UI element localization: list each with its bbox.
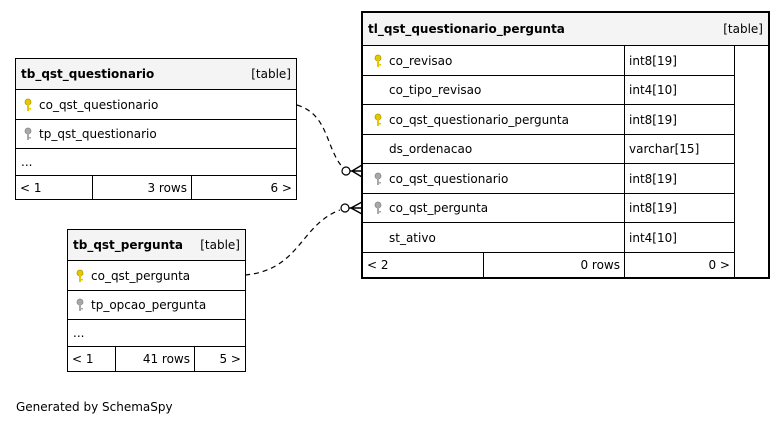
primary-key-icon bbox=[374, 54, 382, 67]
column-name: co_tipo_revisao bbox=[389, 83, 482, 97]
relationship-pergunta-link bbox=[244, 209, 341, 276]
table-header: tb_qst_questionario [table] bbox=[16, 59, 296, 90]
table-name: tl_qst_questionario_pergunta bbox=[368, 22, 565, 36]
children-count[interactable]: 6 > bbox=[270, 180, 292, 195]
column-type: varchar[15] bbox=[629, 142, 700, 156]
primary-key-icon bbox=[24, 98, 32, 111]
column-name: co_qst_questionario bbox=[39, 97, 159, 112]
parents-count[interactable]: < 2 bbox=[363, 253, 484, 277]
parents-count[interactable]: < 1 bbox=[16, 176, 93, 199]
column-name: ds_ordenacao bbox=[389, 142, 473, 156]
column-row[interactable]: co_qst_questionario bbox=[16, 90, 296, 120]
table-name: tb_qst_questionario bbox=[21, 67, 155, 81]
row-count: 3 rows bbox=[93, 176, 192, 199]
column-name: co_qst_pergunta bbox=[389, 201, 489, 215]
column-type: int4[10] bbox=[629, 230, 677, 245]
column-row[interactable]: co_revisao int8[19] bbox=[363, 46, 734, 76]
column-row[interactable]: co_qst_pergunta bbox=[68, 261, 245, 291]
table-footer: < 1 3 rows 6 > bbox=[16, 176, 296, 199]
column-type: int8[19] bbox=[629, 171, 677, 186]
table-type-label: [table] bbox=[200, 238, 240, 252]
column-type: int8[19] bbox=[629, 112, 677, 127]
ellipsis-text: ... bbox=[73, 326, 85, 340]
column-name: st_ativo bbox=[389, 230, 436, 245]
table-type-label: [table] bbox=[251, 67, 291, 81]
row-count: 0 rows bbox=[484, 253, 625, 277]
foreign-key-icon bbox=[374, 201, 382, 214]
column-row[interactable]: ds_ordenacao varchar[15] bbox=[363, 135, 734, 164]
primary-key-icon bbox=[374, 113, 382, 126]
column-name: co_revisao bbox=[389, 53, 453, 68]
relationship-pergunta-crowfoot bbox=[349, 201, 363, 215]
relationship-questionario-crowfoot bbox=[350, 164, 363, 178]
table-right-gutter bbox=[735, 46, 768, 277]
column-name: co_qst_questionario_pergunta bbox=[389, 112, 569, 127]
foreign-key-icon bbox=[76, 298, 84, 311]
column-type: int8[19] bbox=[629, 53, 677, 68]
table-footer: < 1 41 rows 5 > bbox=[68, 347, 245, 371]
foreign-key-icon bbox=[374, 172, 382, 185]
table-type-label: [table] bbox=[723, 22, 763, 36]
column-name: co_qst_questionario bbox=[389, 171, 509, 186]
relationship-pergunta-optional-marker bbox=[340, 203, 350, 213]
children-count[interactable]: 5 > bbox=[219, 352, 241, 366]
column-type: int8[19] bbox=[629, 201, 677, 215]
table-footer: < 2 0 rows 0 > bbox=[363, 253, 734, 277]
children-count[interactable]: 0 > bbox=[708, 258, 730, 272]
column-row[interactable]: st_ativo int4[10] bbox=[363, 223, 734, 253]
ellipsis-text: ... bbox=[21, 155, 33, 169]
row-count: 41 rows bbox=[116, 347, 195, 371]
column-row[interactable]: co_tipo_revisao int4[10] bbox=[363, 76, 734, 105]
table-header: tb_qst_pergunta [table] bbox=[68, 230, 245, 261]
table-tb-qst-pergunta[interactable]: tb_qst_pergunta [table] co_qst_pergunta … bbox=[67, 229, 246, 372]
column-row[interactable]: tp_opcao_pergunta bbox=[68, 291, 245, 320]
foreign-key-icon bbox=[24, 127, 32, 140]
relationship-questionario-link bbox=[296, 104, 346, 171]
column-row[interactable]: co_qst_pergunta int8[19] bbox=[363, 194, 734, 223]
table-tl-qst-questionario-pergunta[interactable]: tl_qst_questionario_pergunta [table] co_… bbox=[361, 11, 770, 279]
table-name: tb_qst_pergunta bbox=[73, 238, 183, 252]
column-name: co_qst_pergunta bbox=[91, 268, 191, 283]
primary-key-icon bbox=[76, 269, 84, 282]
column-row[interactable]: co_qst_questionario_pergunta int8[19] bbox=[363, 105, 734, 135]
table-tb-qst-questionario[interactable]: tb_qst_questionario [table] co_qst_quest… bbox=[15, 58, 297, 200]
more-columns-ellipsis: ... bbox=[68, 320, 245, 347]
parents-count[interactable]: < 1 bbox=[68, 347, 116, 371]
relationship-questionario-optional-marker bbox=[341, 166, 351, 176]
column-name: tp_opcao_pergunta bbox=[91, 298, 207, 312]
column-name: tp_qst_questionario bbox=[39, 127, 157, 141]
table-header: tl_qst_questionario_pergunta [table] bbox=[363, 13, 768, 46]
column-row[interactable]: co_qst_questionario int8[19] bbox=[363, 164, 734, 194]
generated-by-label: Generated by SchemaSpy bbox=[16, 400, 173, 414]
column-type: int4[10] bbox=[629, 83, 677, 97]
more-columns-ellipsis: ... bbox=[16, 149, 296, 176]
column-row[interactable]: tp_qst_questionario bbox=[16, 120, 296, 149]
